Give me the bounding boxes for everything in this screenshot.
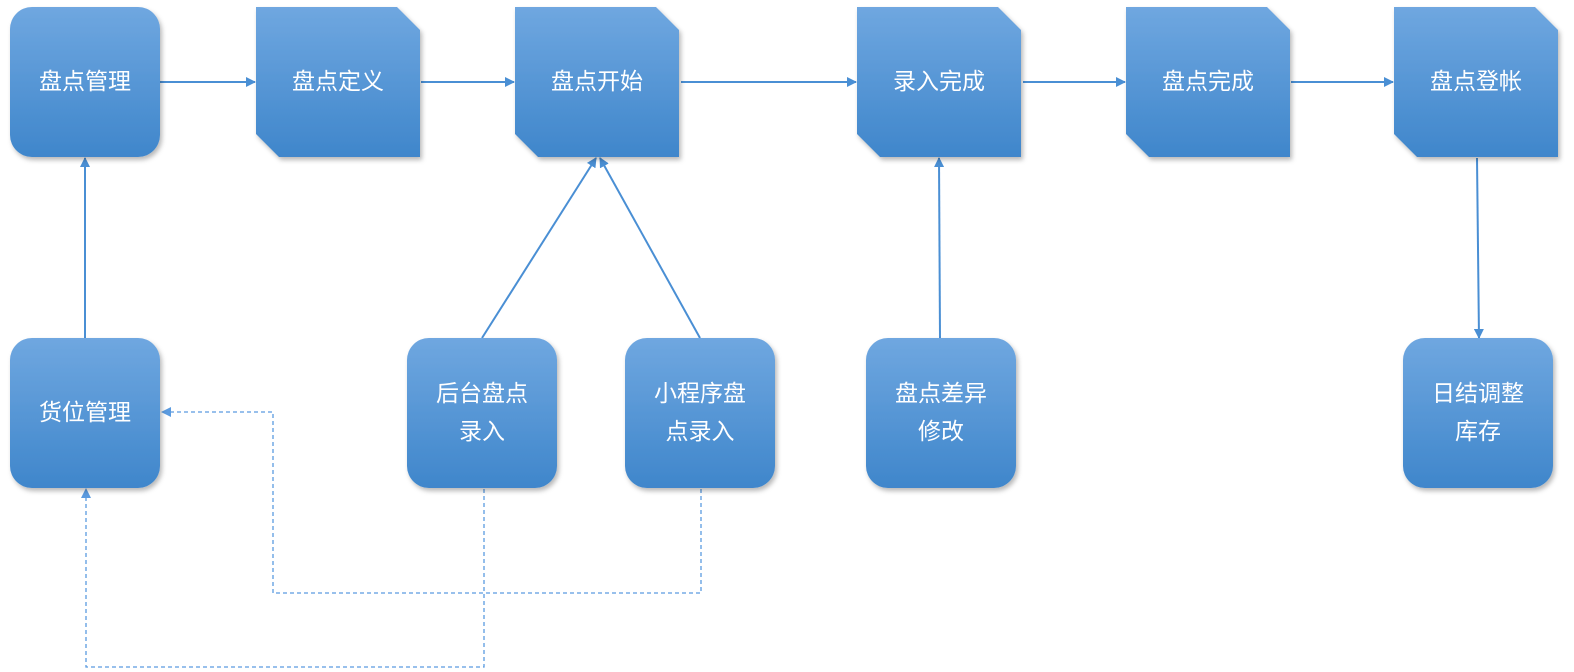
node-pandian-guanli[interactable]: 盘点管理 xyxy=(10,7,160,157)
node-label-line-1: 盘点差异 xyxy=(895,381,987,407)
node-label: 盘点开始 xyxy=(551,69,643,95)
node-label-line-2: 库存 xyxy=(1455,419,1501,445)
node-huowei-guanli[interactable]: 货位管理 xyxy=(10,338,160,488)
node-pandian-wancheng[interactable]: 盘点完成 xyxy=(1126,7,1290,157)
node-pandian-dingyi[interactable]: 盘点定义 xyxy=(256,7,420,157)
nodes: 盘点管理 盘点定义 盘点开始 录入完成 盘点完成 盘点登帐 xyxy=(10,7,1558,488)
node-luru-wancheng[interactable]: 录入完成 xyxy=(857,7,1021,157)
node-label-line-2: 录入 xyxy=(459,419,505,445)
node-label: 盘点完成 xyxy=(1162,69,1254,95)
edges xyxy=(80,77,1484,668)
arrow-chayi-to-luru xyxy=(934,157,945,339)
node-label: 货位管理 xyxy=(39,400,131,426)
node-label-line-2: 修改 xyxy=(918,419,964,445)
arrow-xiaochengxu-to-kaishi xyxy=(599,157,701,339)
node-chayi-xiugai[interactable]: 盘点差异 修改 xyxy=(866,338,1016,488)
node-rijie-tiaozheng[interactable]: 日结调整 库存 xyxy=(1403,338,1553,488)
dashed-xiaochengxu-to-huowei xyxy=(161,407,702,594)
node-xiaochengxu-luru[interactable]: 小程序盘 点录入 xyxy=(625,338,775,488)
node-label-line-1: 小程序盘 xyxy=(654,381,746,407)
arrow-dengzhang-to-rijie xyxy=(1473,157,1484,339)
node-houtai-luru[interactable]: 后台盘点 录入 xyxy=(407,338,557,488)
node-pandian-kaishi[interactable]: 盘点开始 xyxy=(515,7,679,157)
node-label: 盘点管理 xyxy=(39,69,131,95)
node-label-line-2: 点录入 xyxy=(666,419,735,445)
dashed-houtai-to-huowei xyxy=(81,488,485,668)
node-label: 盘点登帐 xyxy=(1430,69,1522,95)
arrow-houtai-to-kaishi xyxy=(481,157,597,339)
node-label-line-1: 后台盘点 xyxy=(436,381,528,407)
node-label: 录入完成 xyxy=(893,69,985,95)
node-label: 盘点定义 xyxy=(292,69,384,95)
node-pandian-dengzhang[interactable]: 盘点登帐 xyxy=(1394,7,1558,157)
node-label-line-1: 日结调整 xyxy=(1432,381,1524,407)
